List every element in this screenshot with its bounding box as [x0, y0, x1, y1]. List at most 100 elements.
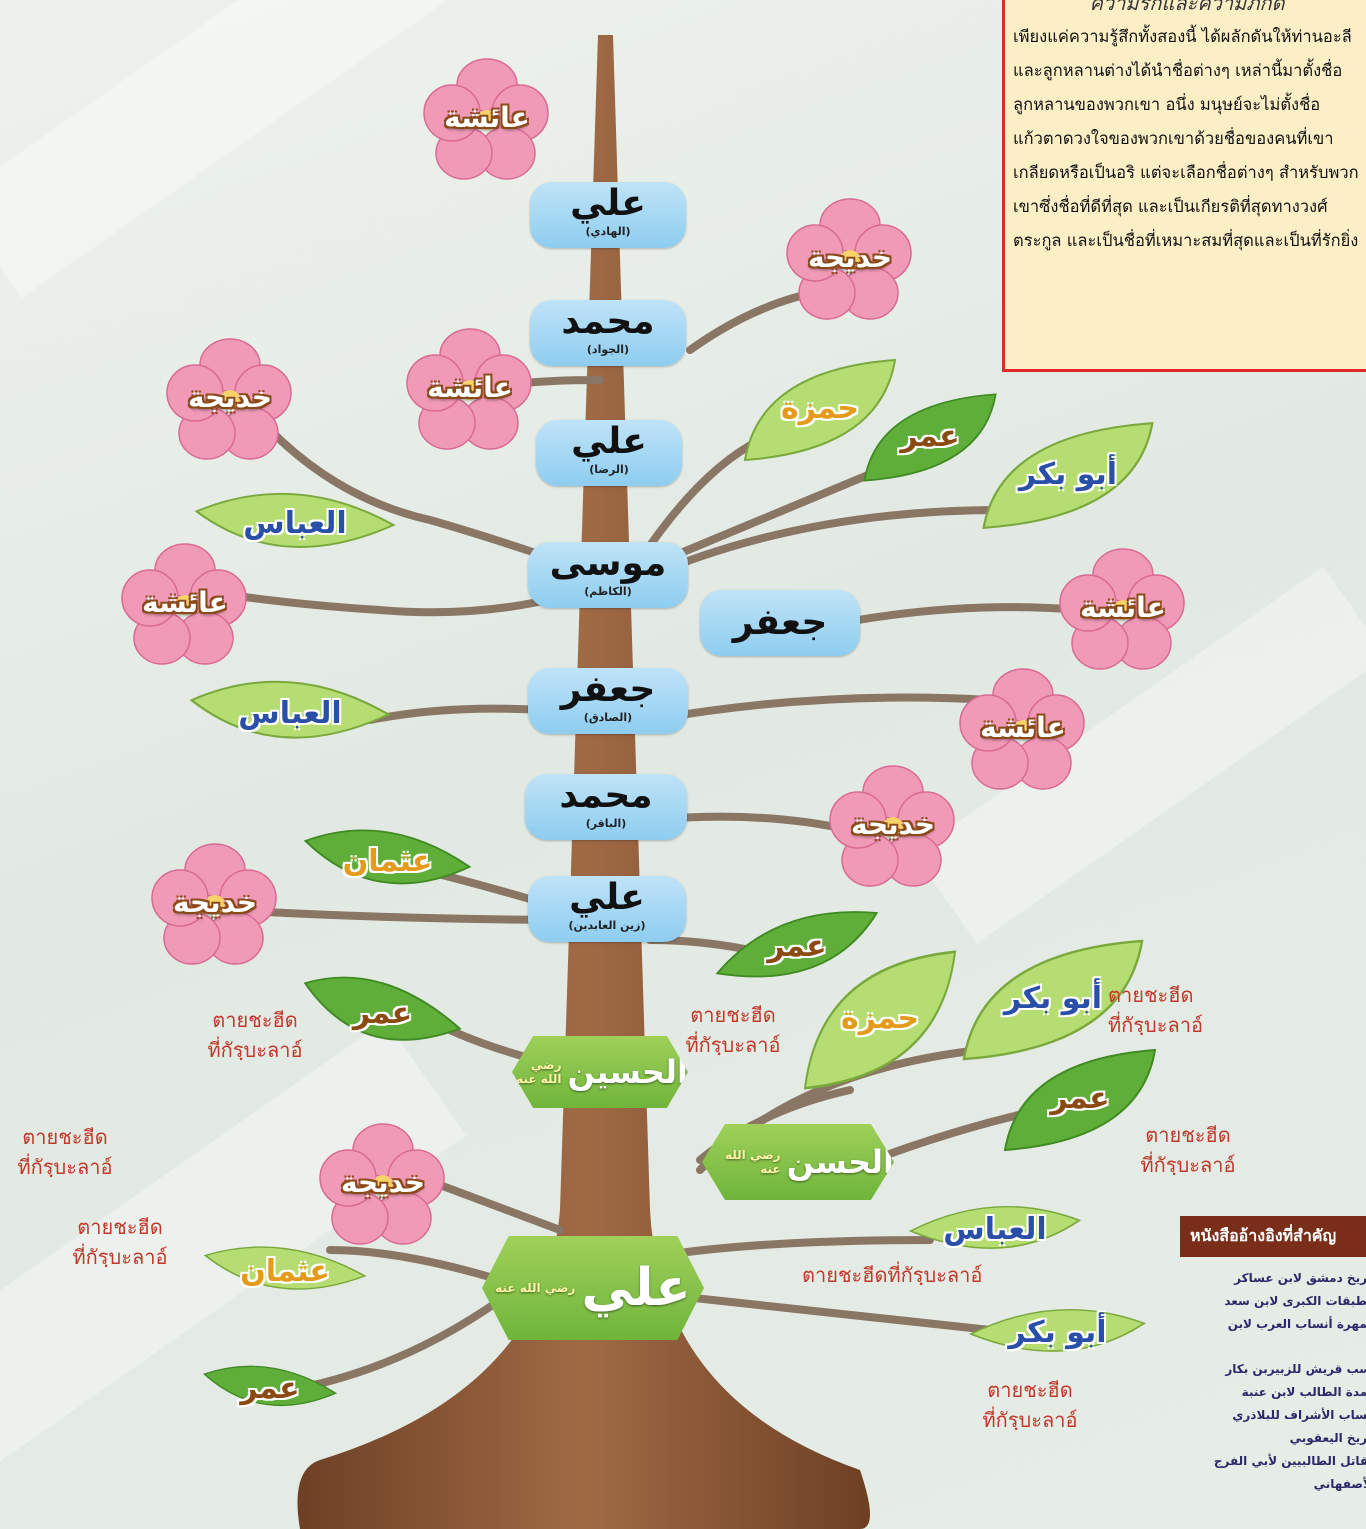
reference-item: جمهرة أنساب العرب لابن	[1227, 1317, 1366, 1331]
reference-item: تاريخ دمشق لابن عساكر	[1234, 1271, 1366, 1285]
leaf-label: أبو بكر	[1018, 456, 1118, 492]
flower-label: خديجة	[187, 381, 273, 414]
leaf-omar: عمر	[1000, 1045, 1160, 1155]
flower-label: عائشة	[444, 101, 530, 134]
flower-aisha: عائشة	[422, 55, 552, 185]
leaf-icon	[203, 1246, 367, 1290]
branch	[646, 693, 994, 724]
leaf-hamza: حمزة	[740, 355, 900, 465]
leaf-omar: عمر	[200, 1355, 340, 1425]
flower-icon	[121, 543, 247, 665]
flower-khadija: خديجة	[318, 1120, 448, 1250]
references-list: تاريخ دمشق لابن عساكر الطبقات الكبرى لاب…	[1180, 1257, 1366, 1496]
leaf-abbas: العباس	[190, 475, 400, 575]
imam-node-hadi: علي (الهادي)	[530, 182, 686, 248]
leaf-icon	[715, 911, 879, 978]
reference-item: مقاتل الطالبيين لأبي الفرج	[1213, 1454, 1366, 1468]
leaf-label: أبو بكر	[1008, 1314, 1107, 1350]
leaf-hamza: حمزة	[800, 945, 960, 1095]
node-title: (الرضا)	[589, 463, 629, 476]
info-body: เพียงแค่ความรู้สึกทั้งสองนี้ ได้ผลักดันใ…	[1013, 27, 1359, 250]
leaf-icon	[863, 393, 997, 482]
leaf-icon	[982, 422, 1154, 529]
flower-icon	[786, 198, 912, 320]
leaf-label: عمر	[900, 418, 960, 454]
leaf-icon	[189, 680, 391, 739]
node-name: الحسين	[567, 1053, 688, 1091]
imam-node-kazim: موسى (الكاظم)	[528, 542, 688, 608]
leaf-abbas: العباس	[905, 1192, 1085, 1270]
martyr-label: ตายชะฮีด ที่กัรฺบะลาอ์	[685, 1003, 781, 1057]
leaf-icon	[743, 358, 897, 462]
imam-node-zayn: علي (زين العابدين)	[528, 876, 686, 942]
node-title: (الجواد)	[586, 343, 630, 356]
martyr-label: ตายชะฮีดที่กัรฺบะลาอ์	[802, 1263, 983, 1287]
flower-khadija: خديجة	[165, 335, 295, 465]
node-title: (الكاظم)	[584, 585, 632, 598]
leaf-abbas: العباس	[185, 662, 395, 767]
leaf-omar: عمر	[300, 965, 465, 1065]
leaf-icon	[803, 950, 957, 1090]
flower-icon	[151, 843, 277, 965]
martyr-label: ตายชะฮีด ที่กัรฺบะลาอ์	[72, 1215, 168, 1269]
flower-khadija: خديجة	[828, 762, 958, 892]
node-title: (الهادي)	[585, 225, 631, 238]
node-name: محمد	[559, 775, 653, 816]
flower-label: عائشة	[980, 711, 1066, 744]
leaf-uthman: عثمان	[200, 1235, 370, 1310]
flower-label: خديجة	[807, 241, 893, 274]
flower-khadija: خديجة	[150, 840, 280, 970]
node-name: علي	[581, 1258, 691, 1318]
flower-label: عائشة	[427, 371, 513, 404]
martyr-label: ตายชะฮีด ที่กัรฺบะลาอ์	[1108, 983, 1203, 1037]
info-box: ความรักและความภักดี เพียงแค่ความรู้สึกทั…	[1002, 0, 1366, 372]
node-name: جعفر	[560, 669, 656, 710]
node-name: جعفر	[732, 602, 828, 643]
flower-khadija: خديجة	[785, 195, 915, 325]
honorific: رضي الله عنه	[495, 1281, 576, 1295]
node-name: الحسن	[786, 1143, 894, 1181]
imam-node-sadiq: جعفر (الصادق)	[528, 668, 688, 734]
references-panel: หนังสืออ้างอิงที่สำคัญ تاريخ دمشق لابن ع…	[1180, 1216, 1366, 1496]
leaf-label: العباس	[243, 505, 347, 541]
node-title: (الباقر)	[585, 817, 627, 830]
branch	[636, 436, 764, 564]
flower-label: خديجة	[850, 808, 936, 841]
info-title: ความรักและความภักดี	[1089, 0, 1285, 15]
leaf-label: حمزة	[840, 1000, 920, 1036]
martyr-label: ตายชะฮีด ที่กัรฺบะลาอ์	[207, 1008, 303, 1062]
node-title: (زين العابدين)	[568, 919, 646, 932]
flower-aisha: عائشة	[1058, 545, 1188, 675]
flower-icon	[959, 668, 1085, 790]
flower-icon	[166, 338, 292, 460]
reference-item: عمدة الطالب لابن عنبة	[1241, 1385, 1366, 1399]
imam-node-jawad: محمد (الجواد)	[530, 300, 686, 366]
node-name: علي	[571, 421, 647, 462]
leaf-icon	[194, 492, 396, 548]
leaf-label: عمر	[240, 1370, 300, 1406]
flower-label: عائشة	[142, 586, 228, 619]
leaf-label: أبو بكر	[1003, 980, 1103, 1016]
martyr-label: ตายชะฮีด ที่กัรฺบะลาอ์	[17, 1125, 113, 1179]
leaf-icon	[1003, 1048, 1157, 1152]
honorific: رضي الله عنه	[724, 1148, 781, 1176]
leaf-uthman: عثمان	[300, 815, 475, 910]
imam-node-rida: علي (الرضا)	[536, 420, 682, 486]
flower-icon	[829, 765, 955, 887]
leaf-icon	[908, 1206, 1082, 1249]
honorific: رضي الله عنه	[516, 1058, 562, 1086]
branch	[326, 1246, 504, 1284]
leaf-abu-bakr: أبو بكر	[958, 935, 1148, 1065]
leaf-abu-bakr: أبو بكر	[965, 1295, 1150, 1373]
leaf-label: العباس	[943, 1211, 1047, 1247]
leaf-icon	[962, 939, 1144, 1061]
node-name: محمد	[561, 301, 655, 342]
leaf-label: عمر	[767, 928, 827, 964]
node-name: علي	[570, 183, 646, 224]
leaf-label: عثمان	[240, 1253, 330, 1289]
leaf-label: عثمان	[342, 843, 433, 879]
node-name: علي	[569, 877, 645, 918]
martyr-label: ตายชะฮีด ที่กัรฺบะลาอ์	[1140, 1123, 1236, 1177]
leaf-omar: عمر	[860, 390, 1000, 485]
